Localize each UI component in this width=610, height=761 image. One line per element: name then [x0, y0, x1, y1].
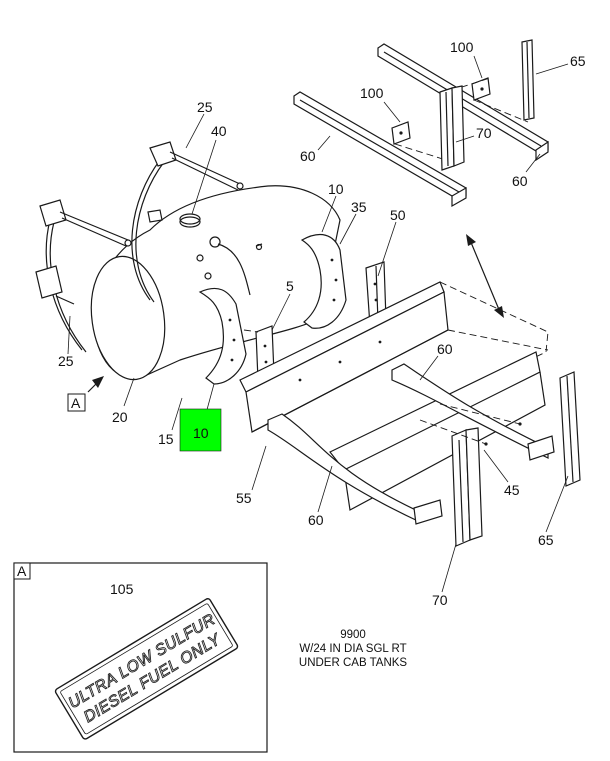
callout-100-upper-left: 100 — [360, 85, 384, 101]
callout-70-upper: 70 — [476, 125, 492, 141]
callout-35: 35 — [351, 199, 367, 215]
callout-65-lower: 65 — [538, 532, 554, 548]
callout-labels: 100 65 100 70 60 60 25 40 10 35 50 5 25 … — [58, 39, 586, 608]
cross-beam — [239, 281, 449, 433]
note-line-2: W/24 IN DIA SGL RT — [299, 643, 406, 655]
callout-10-highlighted[interactable]: 10 — [193, 425, 209, 441]
callout-10-rear-saddle: 10 — [328, 181, 344, 197]
callout-60-upper-right: 60 — [512, 173, 528, 189]
view-marker-label: A — [71, 395, 81, 411]
callout-25-rear-strap: 25 — [197, 99, 213, 115]
detail-label-box — [13, 562, 31, 580]
callout-55: 55 — [236, 490, 252, 506]
application-note: 9900 W/24 IN DIA SGL RT UNDER CAB TANKS — [299, 629, 408, 669]
upper-bracket-assembly — [293, 39, 549, 208]
tank-straps — [35, 141, 244, 353]
callout-5: 5 — [286, 278, 294, 294]
detail-label: A — [17, 563, 27, 579]
callout-60-lower-left: 60 — [308, 512, 324, 528]
callout-100-upper-right: 100 — [450, 39, 474, 55]
note-line-3: UNDER CAB TANKS — [299, 657, 408, 669]
leader-lines — [67, 55, 569, 639]
callout-60-lower-right: 60 — [437, 341, 453, 357]
callout-40-filler: 40 — [211, 123, 227, 139]
callout-65-upper: 65 — [570, 53, 586, 69]
callout-105: 105 — [110, 581, 134, 597]
view-marker-box — [67, 393, 86, 412]
callout-25-front-strap: 25 — [58, 353, 74, 369]
highlighted-callout-box[interactable] — [179, 408, 222, 452]
saddle-brackets — [198, 233, 387, 385]
callout-20-tank: 20 — [112, 409, 128, 425]
callout-70-lower: 70 — [432, 592, 448, 608]
callout-45: 45 — [504, 482, 520, 498]
fuel-tank — [90, 185, 341, 381]
detail-a-inset: A 105 ULTRA LOW SULFUR DIESEL FUEL ONLY — [13, 562, 268, 753]
callout-50: 50 — [390, 207, 406, 223]
lower-frame — [267, 234, 581, 547]
callout-15: 15 — [158, 431, 174, 447]
callout-60-upper-left: 60 — [300, 148, 316, 164]
note-line-1: 9900 — [340, 629, 366, 641]
